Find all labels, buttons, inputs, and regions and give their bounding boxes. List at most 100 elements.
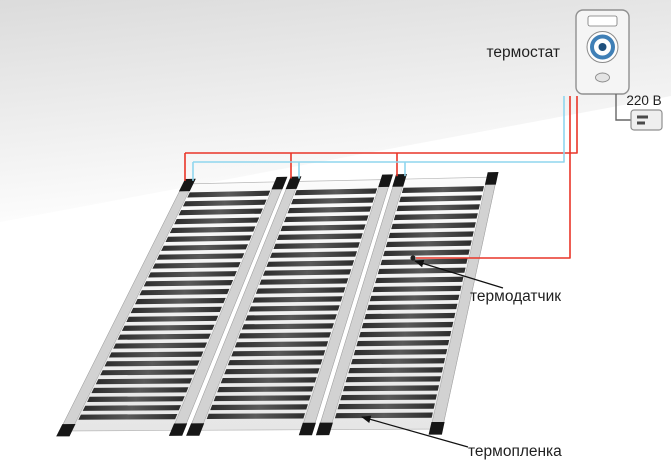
film-stripe bbox=[391, 222, 476, 230]
thermostat-dial-ring bbox=[590, 34, 615, 60]
thermostat-device bbox=[575, 9, 630, 95]
film-stripe bbox=[255, 287, 346, 294]
film-stripe bbox=[241, 323, 334, 330]
film-stripe bbox=[340, 394, 437, 401]
film-stripe bbox=[287, 206, 372, 214]
film-stripe bbox=[82, 405, 181, 411]
film-strip bbox=[186, 174, 393, 436]
contact-clamp bbox=[484, 172, 499, 185]
film-stripe bbox=[156, 253, 245, 260]
film-stripe bbox=[291, 197, 375, 205]
film-stripe bbox=[108, 351, 204, 358]
film-stripe bbox=[248, 305, 340, 312]
power-plug-icon bbox=[630, 109, 663, 131]
film-stripe bbox=[206, 413, 305, 419]
sensor-wire bbox=[416, 96, 571, 259]
film-stripe bbox=[224, 368, 320, 375]
cool-wire bbox=[192, 96, 565, 163]
film-stripe bbox=[399, 195, 482, 203]
heating-film-label: термопленка bbox=[468, 443, 562, 460]
film-strip bbox=[56, 176, 288, 437]
wiring bbox=[184, 96, 578, 261]
film-stripe bbox=[383, 249, 470, 257]
film-stripe bbox=[266, 260, 355, 267]
film-stripe bbox=[165, 235, 252, 242]
contact-clamp bbox=[428, 422, 445, 435]
plug-slot-top bbox=[637, 115, 648, 119]
plug-body bbox=[630, 109, 663, 131]
film-stripe bbox=[187, 190, 271, 198]
film-stripe bbox=[361, 321, 454, 329]
film-stripe bbox=[280, 224, 366, 232]
film-stripe bbox=[388, 231, 474, 239]
thermal-sensor-arrow bbox=[414, 259, 504, 289]
film-stripe bbox=[104, 360, 200, 367]
thermal-sensor-label: термодатчик bbox=[470, 288, 561, 305]
film-stripe bbox=[126, 315, 219, 322]
film-stripe bbox=[91, 387, 189, 394]
film-stripe bbox=[139, 288, 230, 296]
film-stripe bbox=[270, 251, 357, 258]
power-cord bbox=[615, 94, 631, 121]
film-stripe bbox=[100, 369, 196, 376]
film-stripe bbox=[174, 217, 260, 225]
film-stripe bbox=[130, 306, 222, 314]
film-stripe bbox=[294, 188, 378, 196]
film-stripe bbox=[113, 342, 207, 349]
film-stripe bbox=[284, 215, 369, 223]
film-stripe bbox=[178, 208, 263, 216]
film-stripe bbox=[273, 242, 360, 249]
film-stripe bbox=[372, 285, 462, 293]
thermostat-label: термостат bbox=[487, 44, 561, 61]
film-stripe bbox=[252, 296, 343, 303]
contact-clamp bbox=[56, 424, 76, 437]
heating-film-mats bbox=[56, 172, 499, 437]
film-stripe bbox=[182, 199, 267, 207]
plug-slot-bottom bbox=[637, 121, 645, 125]
film-stripe bbox=[343, 385, 439, 392]
film-stripe bbox=[161, 244, 248, 251]
thermostat-display bbox=[587, 15, 618, 27]
film-stripe bbox=[152, 262, 241, 269]
contact-clamp bbox=[392, 174, 407, 187]
film-stripe bbox=[375, 276, 464, 284]
film-stripe bbox=[334, 412, 433, 419]
contact-clamp bbox=[285, 176, 302, 190]
contact-clamp bbox=[298, 422, 316, 436]
film-stripe bbox=[396, 204, 480, 212]
film-stripe bbox=[227, 359, 323, 366]
film-strip bbox=[315, 172, 499, 436]
thermal-sensor bbox=[410, 255, 416, 261]
thermostat-button bbox=[595, 72, 610, 83]
film-stripe bbox=[364, 312, 456, 320]
film-stripe bbox=[117, 333, 211, 340]
film-stripe bbox=[277, 233, 363, 240]
film-stripe bbox=[143, 280, 234, 287]
film-stripe bbox=[234, 341, 329, 348]
film-stripe bbox=[220, 377, 317, 384]
film-stripe bbox=[245, 314, 337, 321]
film-stripe bbox=[87, 396, 185, 402]
film-stripe bbox=[345, 376, 441, 383]
film-stripe bbox=[169, 226, 256, 234]
film-stripe bbox=[259, 278, 349, 285]
film-stripe bbox=[210, 404, 308, 411]
contact-clamp bbox=[315, 422, 333, 436]
film-stripe bbox=[393, 213, 478, 221]
film-stripe bbox=[351, 358, 446, 365]
thermostat-dial-center bbox=[598, 43, 607, 51]
film-stripe bbox=[95, 378, 193, 385]
film-stripe bbox=[353, 349, 448, 356]
film-stripe bbox=[213, 395, 311, 402]
heating-film-arrow bbox=[361, 415, 469, 448]
film-stripe bbox=[367, 303, 458, 311]
contact-clamp bbox=[378, 174, 393, 188]
voltage-label: 220 В bbox=[626, 93, 661, 108]
film-stripe bbox=[135, 297, 226, 305]
contact-clamp bbox=[168, 423, 188, 436]
film-stripe bbox=[78, 414, 178, 420]
contact-clamp bbox=[186, 423, 205, 436]
contact-clamp bbox=[271, 176, 288, 190]
